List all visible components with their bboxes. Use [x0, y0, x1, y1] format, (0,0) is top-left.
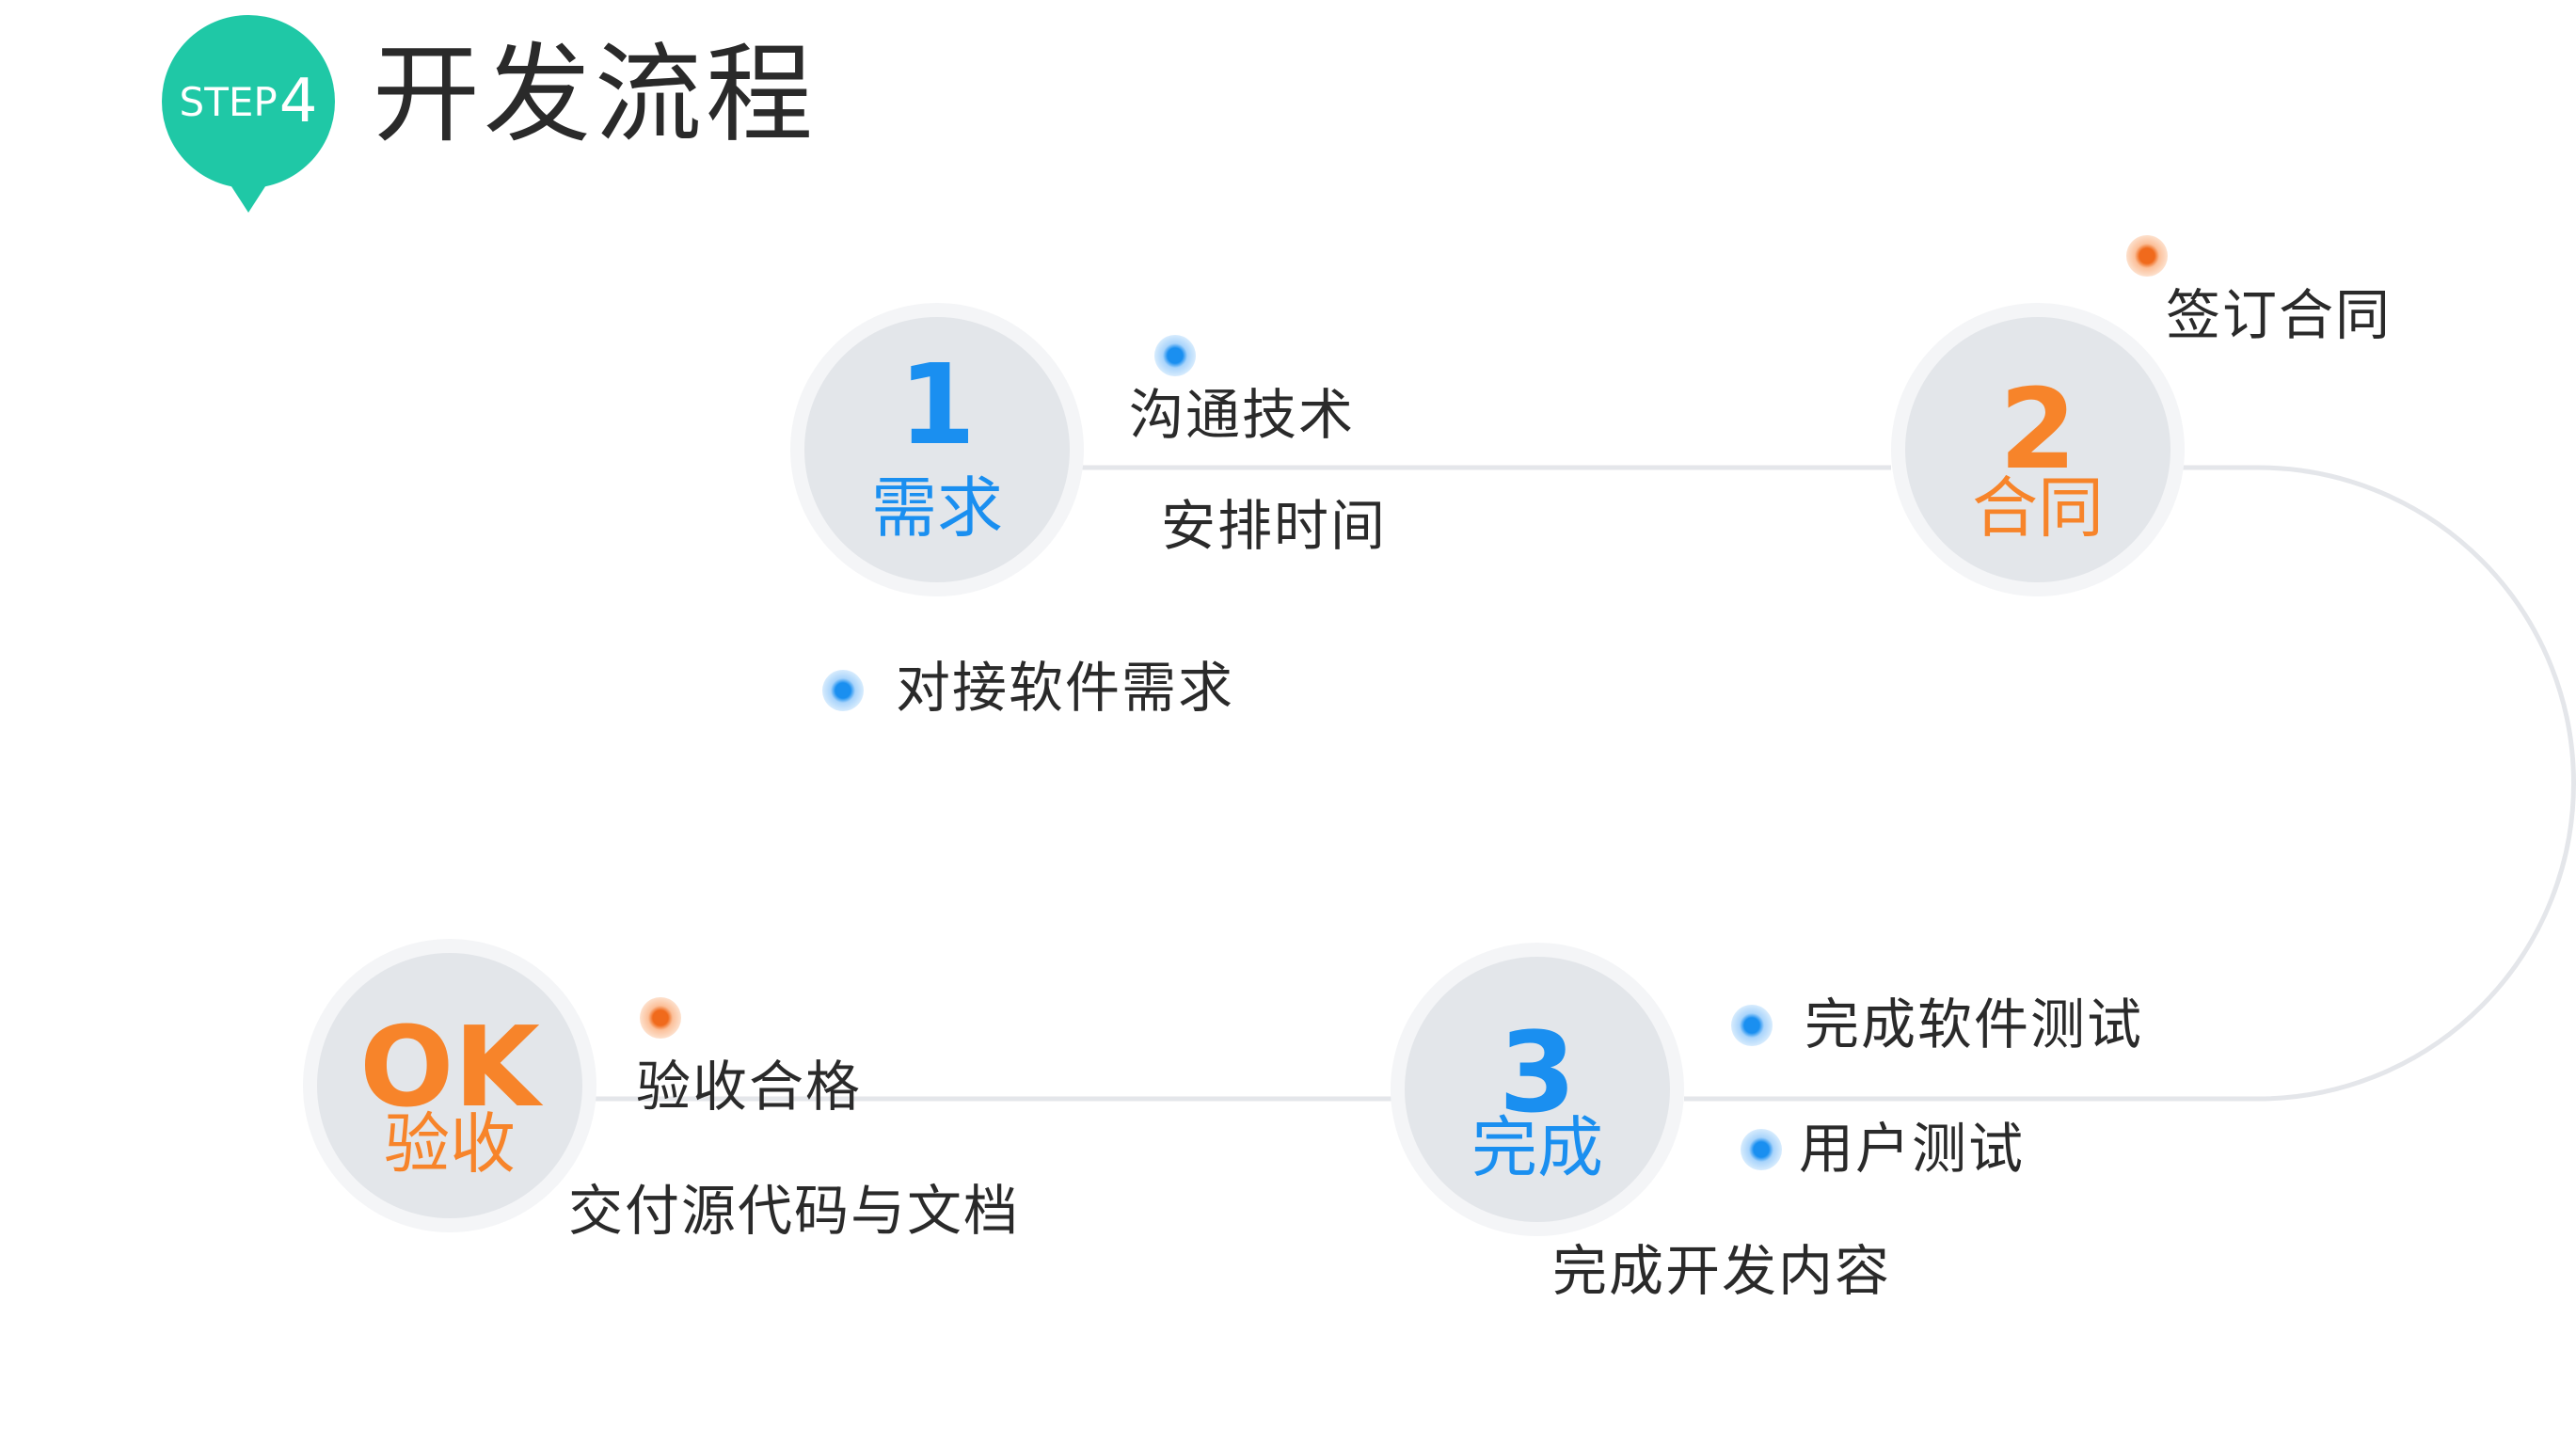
node-acceptance-label: 验收: [384, 1105, 516, 1183]
node-contract-number: 2: [1998, 364, 2077, 494]
note-development-done: 完成开发内容: [1552, 1239, 1892, 1303]
step-number: 4: [278, 67, 318, 136]
node-contract-circle: 2 合同: [1905, 317, 2171, 582]
node-complete-number: 3: [1498, 1008, 1577, 1137]
note-acceptance-passed: 验收合格: [636, 1055, 863, 1119]
page-title: 开发流程: [373, 32, 818, 157]
note-user-testing: 用户测试: [1799, 1117, 2026, 1181]
node-acceptance-circle: OK 验收: [317, 953, 582, 1218]
node-complete-circle: 3 完成: [1405, 957, 1670, 1222]
bullet-dot-icon: [1741, 1129, 1782, 1170]
note-arrange-time: 安排时间: [1161, 494, 1388, 558]
bullet-dot-icon: [1154, 335, 1196, 376]
node-requirement-number: 1: [898, 340, 977, 469]
node-requirement-label: 需求: [871, 469, 1003, 547]
bullet-dot-icon: [2126, 235, 2168, 277]
node-acceptance-number: OK: [359, 1002, 540, 1132]
node-contract-label: 合同: [1972, 469, 2104, 547]
node-complete: 3 完成: [1391, 943, 1684, 1236]
note-communicate-tech: 沟通技术: [1129, 383, 1356, 447]
node-acceptance: OK 验收: [303, 939, 596, 1232]
node-requirement: 1 需求: [790, 303, 1084, 596]
node-contract: 2 合同: [1891, 303, 2185, 596]
node-requirement-circle: 1 需求: [804, 317, 1070, 582]
node-complete-label: 完成: [1471, 1109, 1603, 1186]
note-deliver-source-docs: 交付源代码与文档: [568, 1179, 1021, 1243]
bullet-dot-icon: [822, 670, 864, 711]
bullet-dot-icon: [640, 997, 681, 1039]
step-word: STEP: [179, 78, 278, 125]
connector-2-to-3: [1684, 465, 2576, 1102]
note-software-requirements: 对接软件需求: [896, 656, 1235, 720]
note-sign-contract: 签订合同: [2166, 283, 2393, 347]
note-software-testing: 完成软件测试: [1805, 992, 2144, 1056]
bullet-dot-icon: [1731, 1005, 1773, 1046]
